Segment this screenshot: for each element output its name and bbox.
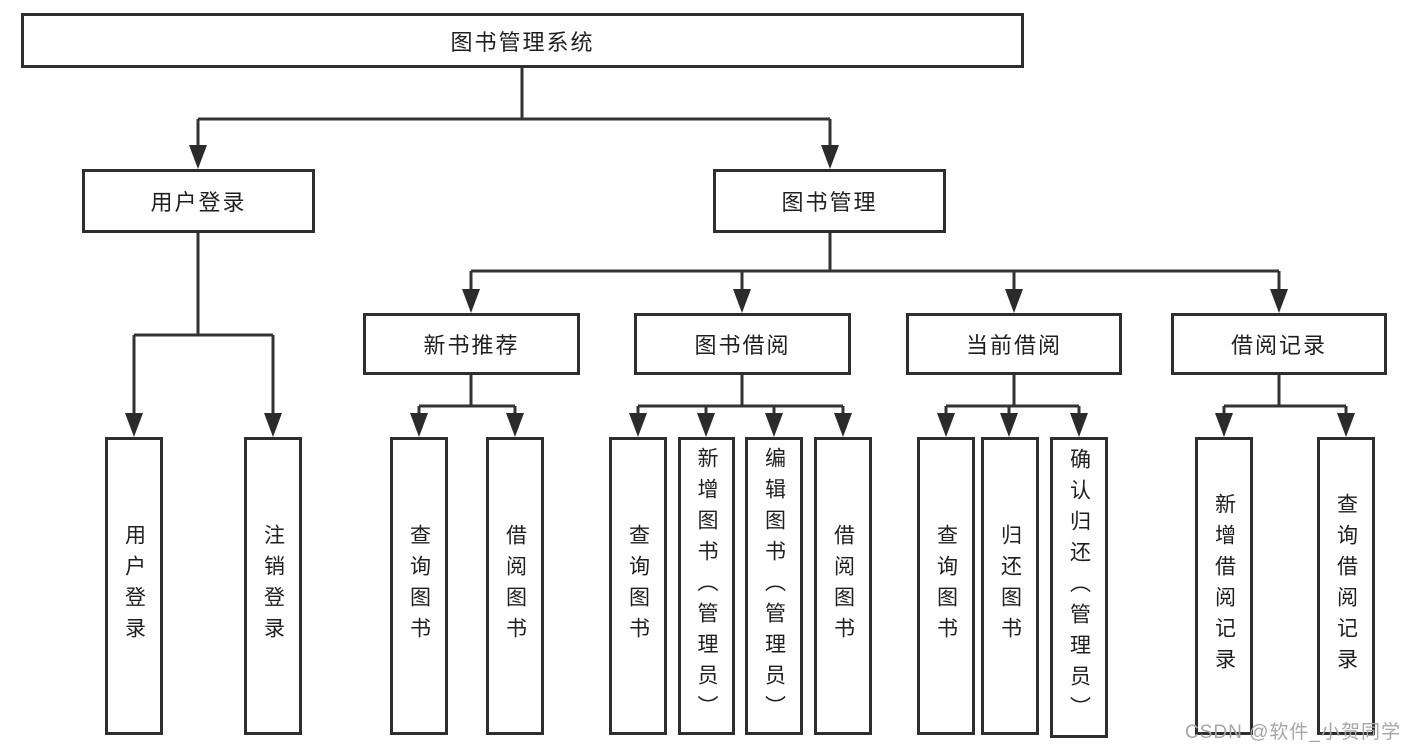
- node-label: 用户登录: [150, 190, 247, 215]
- node-label: 借阅记录: [1230, 333, 1327, 358]
- node-leaf-user-login: 用户登录: [105, 437, 163, 735]
- node-leaf-add-book-admin: 新增图书（管理员）: [678, 437, 735, 735]
- node-label: 当前借阅: [965, 333, 1062, 358]
- node-label: 查询借阅记录: [1334, 493, 1358, 679]
- arrow-down-icon: [937, 413, 955, 437]
- node-leaf-confirm-return-admin: 确认归还（管理员）: [1050, 437, 1108, 738]
- node-label: 图书管理系统: [450, 29, 595, 55]
- arrow-down-icon: [264, 413, 282, 437]
- node-user-login: 用户登录: [82, 169, 315, 233]
- node-label: 借阅图书: [831, 524, 855, 648]
- arrow-down-icon: [1215, 413, 1233, 437]
- node-label: 编辑图书（管理员）: [762, 446, 786, 726]
- node-label: 图书借阅: [694, 333, 791, 358]
- node-label: 新增图书（管理员）: [695, 446, 718, 726]
- node-leaf-query-borrow-record: 查询借阅记录: [1317, 437, 1375, 735]
- node-new-book-recommend: 新书推荐: [363, 313, 580, 375]
- node-label: 用户登录: [122, 524, 146, 648]
- arrow-down-icon: [629, 413, 647, 437]
- arrow-down-icon: [410, 413, 428, 437]
- node-leaf-add-borrow-record: 新增借阅记录: [1195, 437, 1253, 735]
- node-label: 借阅图书: [503, 524, 527, 648]
- node-leaf-borrow-books-2: 借阅图书: [814, 437, 872, 735]
- node-leaf-logout: 注销登录: [244, 437, 302, 735]
- node-label: 确认归还（管理员）: [1067, 448, 1091, 727]
- arrow-down-icon: [765, 413, 783, 437]
- node-leaf-query-books-1: 查询图书: [390, 437, 448, 735]
- arrow-down-icon: [189, 145, 207, 169]
- arrow-down-icon: [506, 413, 524, 437]
- node-root: 图书管理系统: [21, 13, 1024, 68]
- node-label: 查询图书: [407, 524, 431, 648]
- node-leaf-borrow-books-1: 借阅图书: [486, 437, 544, 735]
- arrow-down-icon: [1270, 289, 1288, 313]
- arrow-down-icon: [1070, 413, 1088, 437]
- arrow-down-icon: [1005, 289, 1023, 313]
- node-label: 图书管理: [781, 190, 878, 215]
- arrow-down-icon: [821, 145, 839, 169]
- node-label: 归还图书: [998, 524, 1022, 648]
- node-label: 新书推荐: [423, 333, 520, 358]
- node-leaf-query-books-2: 查询图书: [609, 437, 667, 735]
- arrow-down-icon: [733, 289, 751, 313]
- node-label: 查询图书: [934, 524, 958, 648]
- arrowheads: [125, 145, 1355, 437]
- node-leaf-query-books-3: 查询图书: [917, 437, 975, 735]
- arrow-down-icon: [1000, 413, 1018, 437]
- node-book-borrowing: 图书借阅: [634, 313, 851, 375]
- node-label: 注销登录: [261, 524, 285, 648]
- node-book-management: 图书管理: [713, 169, 946, 233]
- arrow-down-icon: [125, 413, 143, 437]
- arrow-down-icon: [697, 413, 715, 437]
- node-label: 新增借阅记录: [1212, 493, 1236, 679]
- node-borrowing-records: 借阅记录: [1171, 313, 1387, 375]
- node-leaf-return-book: 归还图书: [981, 437, 1039, 735]
- arrow-down-icon: [1337, 413, 1355, 437]
- node-leaf-edit-book-admin: 编辑图书（管理员）: [745, 437, 803, 735]
- arrow-down-icon: [834, 413, 852, 437]
- watermark: CSDN @软件_小贺同学: [1185, 722, 1401, 743]
- arrow-down-icon: [462, 289, 480, 313]
- node-current-borrowing: 当前借阅: [906, 313, 1122, 375]
- node-label: 查询图书: [626, 524, 650, 648]
